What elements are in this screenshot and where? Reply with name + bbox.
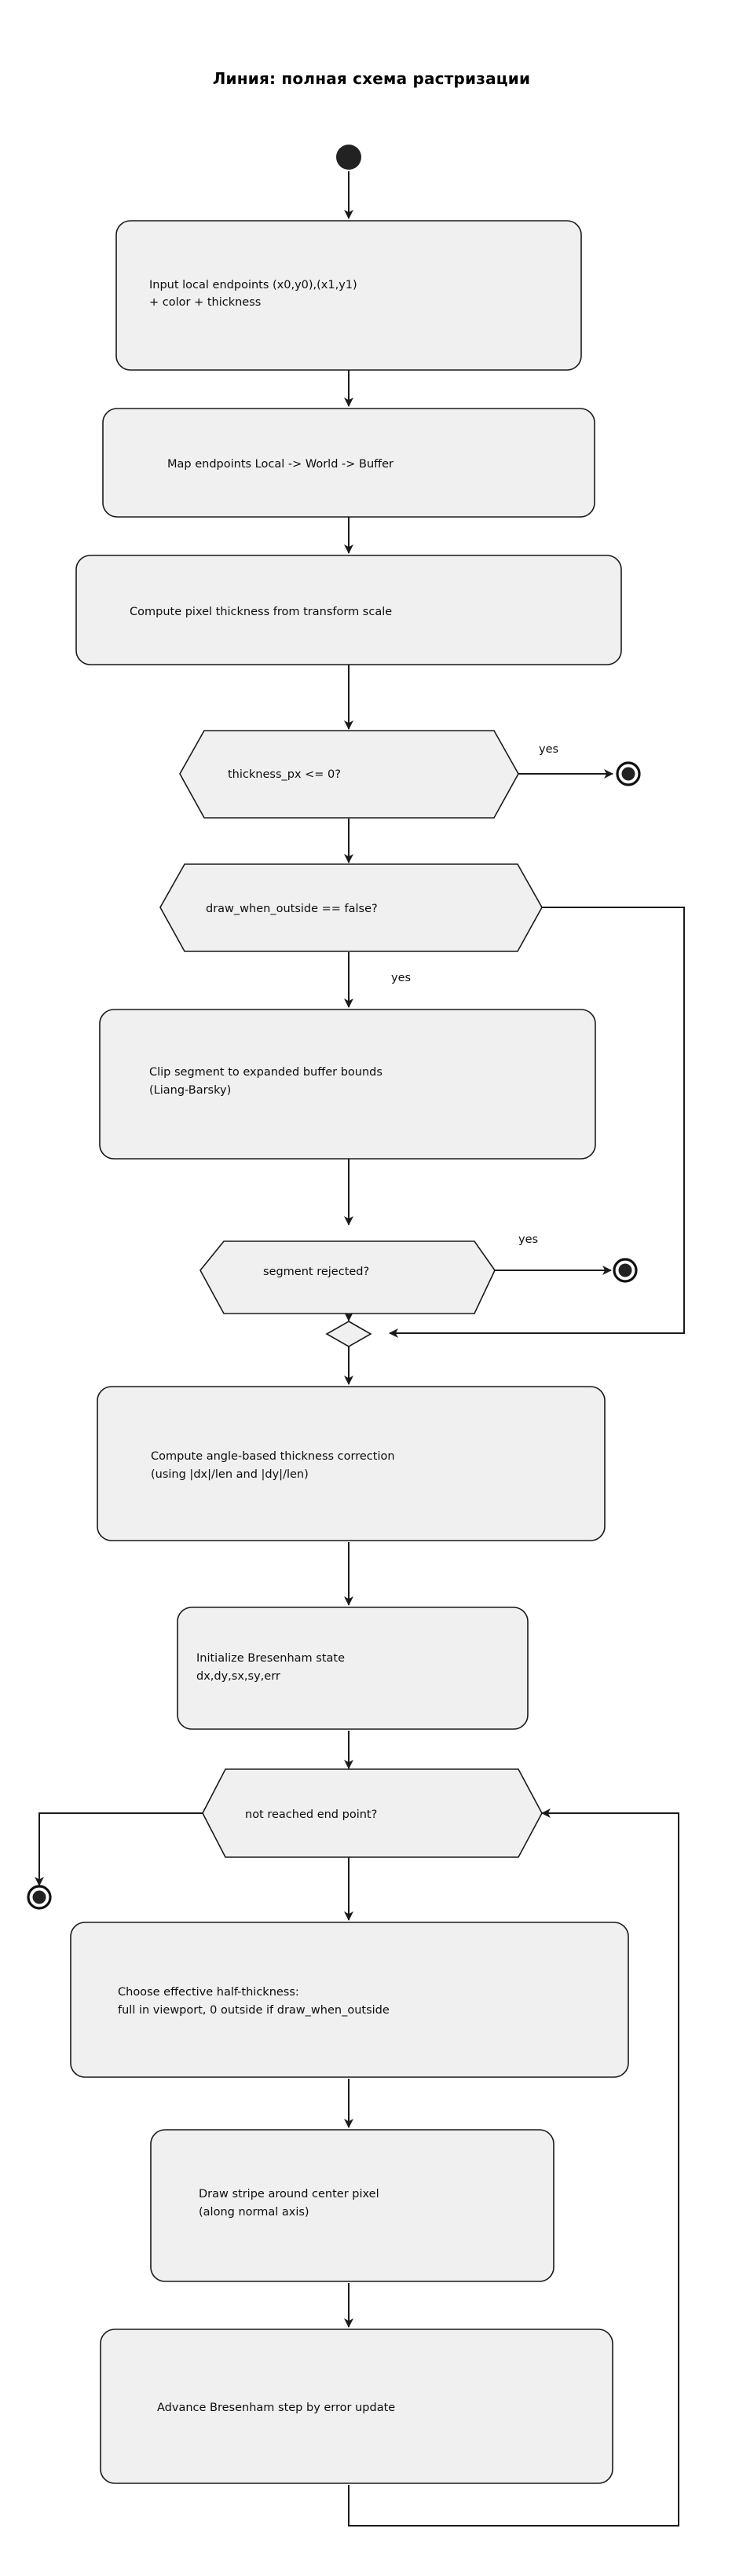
- merge-node: [325, 1321, 372, 1347]
- end-node-loop-finished: [27, 1885, 52, 1910]
- node-angle-based-correction-line1: Compute angle-based thickness correction: [151, 1450, 395, 1463]
- decision-not-reached-end-point-label: not reached end point?: [245, 1808, 377, 1821]
- node-input-endpoints-line2: + color + thickness: [149, 296, 261, 309]
- node-init-bresenham-line2: dx,dy,sx,sy,err: [196, 1670, 280, 1683]
- node-init-bresenham-line1: Initialize Bresenham state: [196, 1652, 345, 1665]
- decision-draw-when-outside-label: draw_when_outside == false?: [206, 903, 378, 915]
- node-init-bresenham: Initialize Bresenham state dx,dy,sx,sy,e…: [177, 1607, 529, 1730]
- node-choose-half-thickness: Choose effective half-thickness: full in…: [70, 1922, 629, 2078]
- node-map-endpoints-line1: Map endpoints Local -> World -> Buffer: [167, 458, 393, 471]
- page-title: Линия: полная схема растризации: [212, 69, 531, 88]
- node-draw-stripe: Draw stripe around center pixel (along n…: [150, 2129, 555, 2282]
- decision-not-reached-end-point: not reached end point?: [202, 1768, 543, 1858]
- edge-label-decision2-yes: yes: [391, 972, 411, 984]
- decision-thickness-le-zero-label: thickness_px <= 0?: [228, 768, 341, 781]
- decision-segment-rejected-label: segment rejected?: [263, 1266, 369, 1278]
- node-input-endpoints: Input local endpoints (x0,y0),(x1,y1) + …: [115, 220, 582, 371]
- edge-decision2-no-to-merge: [389, 907, 685, 1338]
- node-clip-segment-line1: Clip segment to expanded buffer bounds: [149, 1066, 382, 1079]
- node-clip-segment: Clip segment to expanded buffer bounds (…: [99, 1009, 596, 1160]
- edge-loop-decision-to-end3: [35, 1812, 203, 1886]
- node-advance-bresenham-line1: Advance Bresenham step by error update: [157, 2402, 395, 2414]
- end-node-thickness-zero: [616, 761, 641, 786]
- node-draw-stripe-line2: (along normal axis): [199, 2206, 309, 2219]
- decision-draw-when-outside: draw_when_outside == false?: [159, 863, 543, 952]
- node-draw-stripe-line1: Draw stripe around center pixel: [199, 2188, 379, 2200]
- node-compute-pixel-thickness-line1: Compute pixel thickness from transform s…: [130, 606, 392, 618]
- edge-advance-loop-back: [348, 1808, 679, 2527]
- decision-segment-rejected: segment rejected?: [199, 1240, 496, 1314]
- node-compute-pixel-thickness: Compute pixel thickness from transform s…: [75, 555, 622, 665]
- edge-label-decision3-yes: yes: [518, 1233, 538, 1246]
- node-clip-segment-line2: (Liang-Barsky): [149, 1084, 231, 1097]
- node-map-endpoints: Map endpoints Local -> World -> Buffer: [102, 408, 595, 518]
- node-angle-based-correction-line2: (using |dx|/len and |dy|/len): [151, 1468, 309, 1481]
- end-node-segment-rejected: [613, 1258, 638, 1283]
- start-node: [336, 145, 361, 170]
- node-advance-bresenham: Advance Bresenham step by error update: [100, 2329, 613, 2484]
- node-angle-based-correction: Compute angle-based thickness correction…: [97, 1386, 606, 1541]
- node-choose-half-thickness-line2: full in viewport, 0 outside if draw_when…: [118, 2004, 390, 2017]
- edge-label-decision1-yes: yes: [539, 743, 558, 756]
- node-input-endpoints-line1: Input local endpoints (x0,y0),(x1,y1): [149, 279, 357, 291]
- decision-thickness-le-zero: thickness_px <= 0?: [179, 730, 519, 819]
- node-choose-half-thickness-line1: Choose effective half-thickness:: [118, 1986, 299, 1999]
